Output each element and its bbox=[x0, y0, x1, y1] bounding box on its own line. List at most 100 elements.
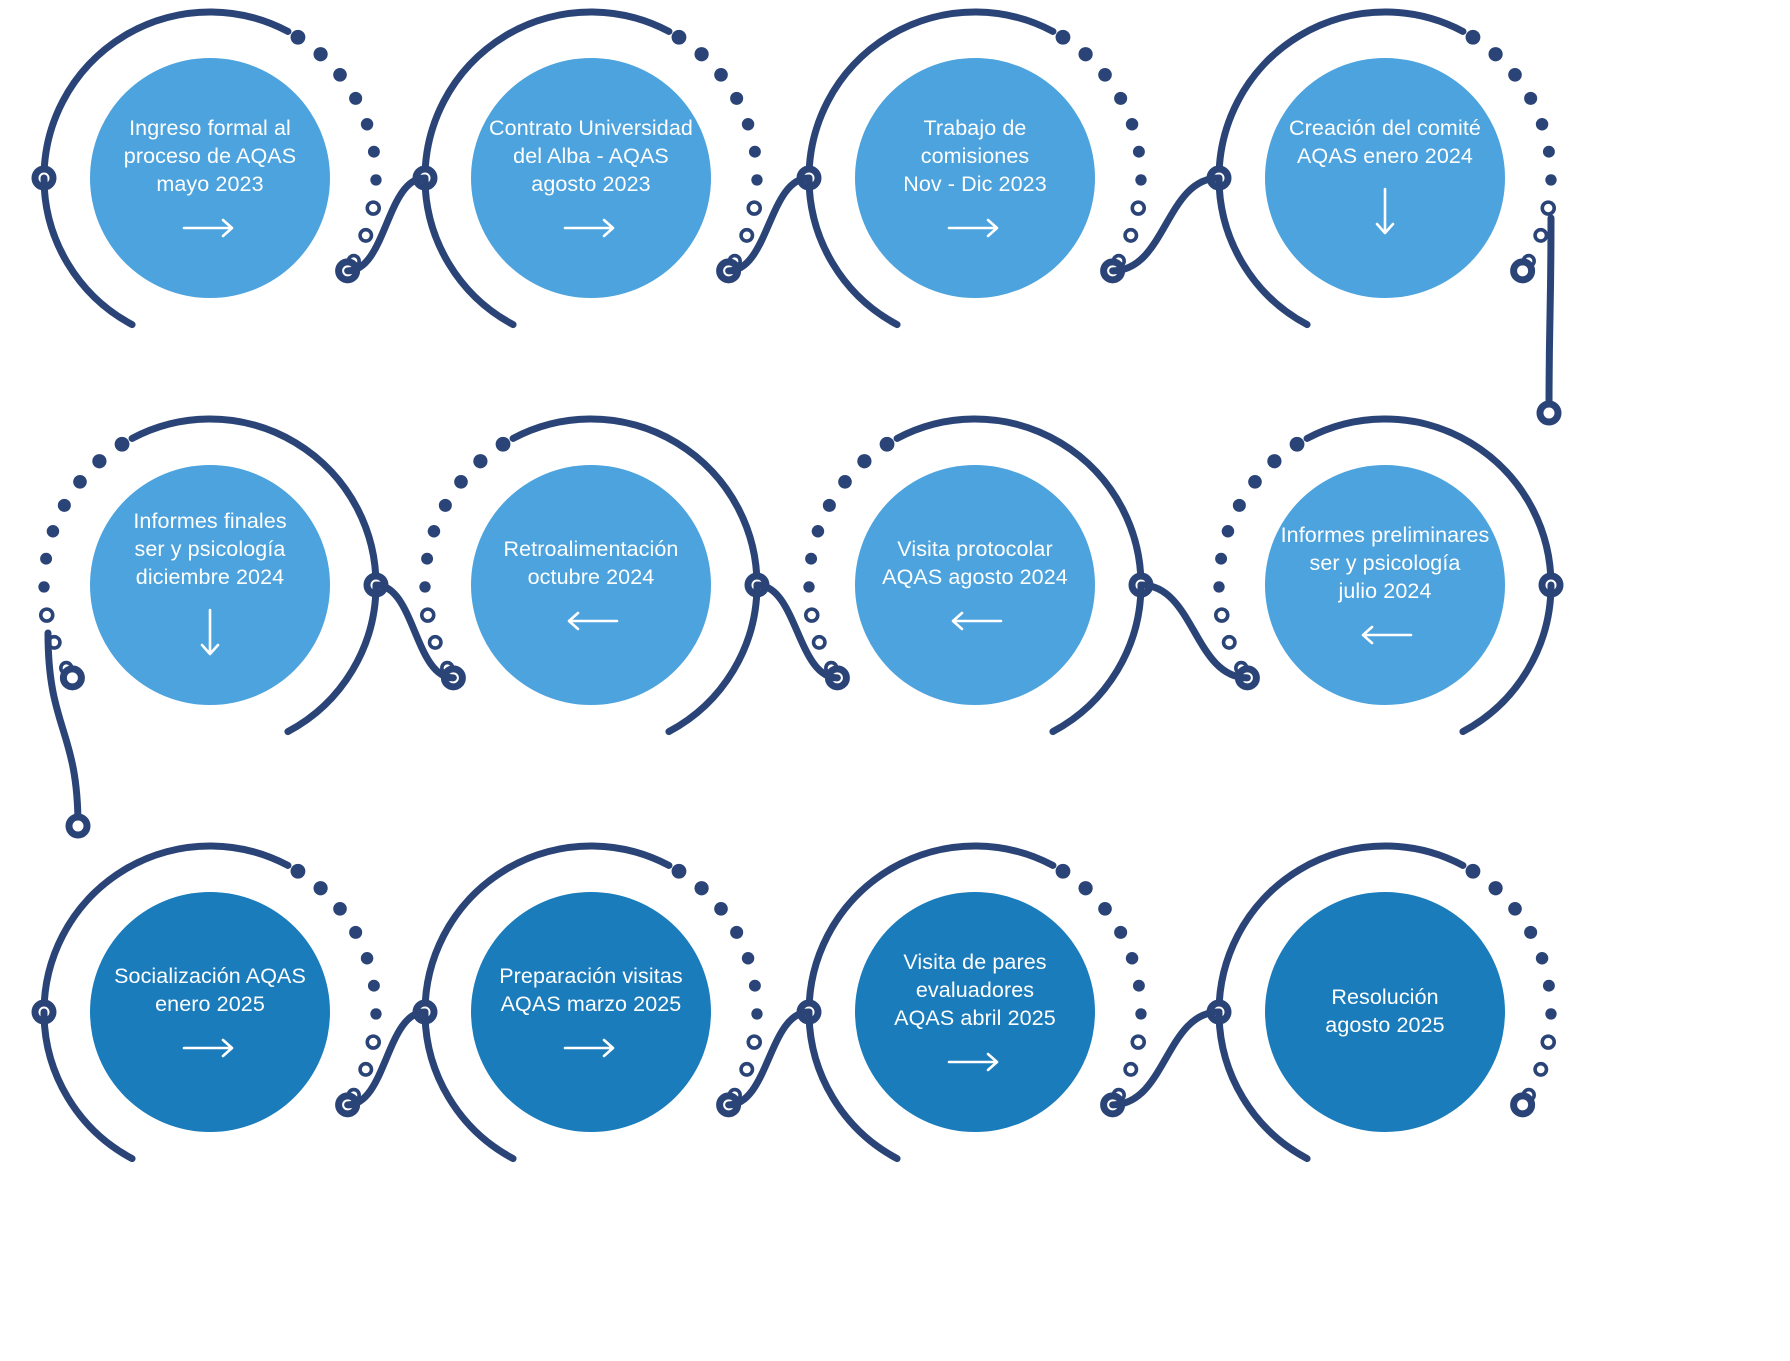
orbit-dot bbox=[811, 525, 825, 538]
orbit-dot-ring bbox=[1540, 200, 1557, 216]
step-label: Ingreso formal al proceso de AQAS mayo 2… bbox=[123, 116, 297, 196]
orbit-dot bbox=[1135, 174, 1147, 186]
process-step-4[interactable]: Creación del comité AQAS enero 2024 bbox=[1265, 58, 1505, 298]
orbit-dot bbox=[822, 498, 836, 512]
orbit-dot bbox=[1488, 47, 1503, 62]
orbit-dot bbox=[748, 979, 761, 992]
orbit-dot bbox=[694, 47, 709, 62]
arrow-right-icon bbox=[947, 1052, 999, 1072]
arrow-left-icon bbox=[951, 611, 1003, 631]
orbit-dot bbox=[751, 1008, 763, 1020]
process-step-12[interactable]: Resolución agosto 2025 bbox=[1265, 892, 1505, 1132]
orbit-dot bbox=[360, 118, 374, 131]
orbit-arc bbox=[421, 1008, 517, 1163]
process-step-6[interactable]: Visita protocolar AQAS agosto 2024 bbox=[855, 465, 1095, 705]
orbit-arc bbox=[1303, 415, 1555, 589]
orbit-dot bbox=[419, 581, 431, 593]
orbit-dot bbox=[40, 552, 53, 565]
orbit-arc bbox=[1215, 842, 1467, 1016]
orbit-dot bbox=[1465, 863, 1481, 879]
step-label: Preparación visitas AQAS marzo 2025 bbox=[499, 964, 683, 1016]
process-step-11[interactable]: Visita de pares evaluadores AQAS abril 2… bbox=[855, 892, 1095, 1132]
orbit-dot bbox=[473, 454, 488, 469]
orbit-dot bbox=[438, 498, 452, 512]
orbit-dot bbox=[1545, 1008, 1557, 1020]
orbit-dot bbox=[367, 979, 380, 992]
orbit-dot bbox=[748, 145, 761, 158]
process-step-7[interactable]: Retroalimentación octubre 2024 bbox=[471, 465, 711, 705]
orbit-dot bbox=[1267, 454, 1282, 469]
orbit-dot-ring bbox=[1533, 227, 1549, 243]
s-curve-connector bbox=[725, 174, 813, 275]
arrow-right-icon bbox=[563, 1038, 615, 1058]
s-curve-connector bbox=[1137, 581, 1251, 682]
orbit-dot bbox=[1098, 901, 1112, 916]
step-label: Contrato Universidad del Alba - AQAS ago… bbox=[489, 116, 693, 196]
arrow-down-icon bbox=[200, 608, 220, 656]
orbit-dot bbox=[1114, 91, 1128, 105]
orbit-dot-ring bbox=[1221, 634, 1237, 650]
orbit-dot bbox=[1289, 436, 1305, 452]
orbit-dot bbox=[751, 174, 763, 186]
step-label: Visita protocolar AQAS agosto 2024 bbox=[882, 537, 1068, 589]
orbit-dot bbox=[1545, 174, 1557, 186]
s-curve-connector bbox=[1109, 1008, 1223, 1109]
orbit-dot bbox=[349, 925, 363, 939]
orbit-dot bbox=[1078, 881, 1093, 896]
arrow-right-icon bbox=[182, 1038, 234, 1058]
orbit-dot bbox=[1132, 979, 1145, 992]
orbit-dot bbox=[857, 454, 872, 469]
process-step-2[interactable]: Contrato Universidad del Alba - AQAS ago… bbox=[471, 58, 711, 298]
step-label: Informes finales ser y psicología diciem… bbox=[133, 509, 287, 589]
process-step-3[interactable]: Trabajo de comisiones Nov - Dic 2023 bbox=[855, 58, 1095, 298]
orbit-dot-ring bbox=[358, 227, 374, 243]
orbit-arc bbox=[40, 8, 292, 182]
process-step-9[interactable]: Socialización AQAS enero 2025 bbox=[90, 892, 330, 1132]
orbit-arc bbox=[665, 581, 761, 736]
s-curve-connector bbox=[725, 1008, 813, 1109]
orbit-dot bbox=[1098, 67, 1112, 82]
orbit-dot-ring bbox=[746, 200, 763, 216]
orbit-dot bbox=[838, 474, 852, 489]
step-label: Trabajo de comisiones Nov - Dic 2023 bbox=[903, 116, 1047, 196]
orbit-dot bbox=[1125, 118, 1139, 131]
orbit-dot bbox=[367, 145, 380, 158]
orbit-endpoint-marker bbox=[65, 813, 91, 839]
orbit-dot bbox=[879, 436, 895, 452]
vertical-connector bbox=[1545, 214, 1555, 417]
orbit-arc bbox=[1459, 581, 1555, 736]
orbit-dot bbox=[1232, 498, 1246, 512]
orbit-dot bbox=[421, 552, 434, 565]
orbit-dot bbox=[1488, 881, 1503, 896]
orbit-dot bbox=[1542, 145, 1555, 158]
orbit-arc bbox=[1215, 1008, 1311, 1163]
arrow-right-icon bbox=[182, 218, 234, 238]
orbit-dot bbox=[1535, 118, 1549, 131]
orbit-dot-ring bbox=[427, 634, 443, 650]
orbit-arc bbox=[421, 174, 517, 329]
process-step-8[interactable]: Informes finales ser y psicología diciem… bbox=[90, 465, 330, 705]
orbit-dot bbox=[741, 118, 755, 131]
s-curve-connector bbox=[344, 174, 429, 275]
orbit-dot-ring bbox=[1213, 607, 1230, 623]
orbit-dot-ring bbox=[746, 1034, 763, 1050]
orbit-arc bbox=[40, 842, 292, 1016]
orbit-arc bbox=[128, 415, 380, 589]
orbit-endpoint-marker bbox=[1510, 258, 1536, 284]
arrow-left-icon bbox=[567, 611, 619, 631]
orbit-arc bbox=[805, 8, 1057, 182]
orbit-arc bbox=[805, 174, 901, 329]
orbit-dot-ring bbox=[365, 200, 382, 216]
process-step-10[interactable]: Preparación visitas AQAS marzo 2025 bbox=[471, 892, 711, 1132]
orbit-dot bbox=[290, 29, 306, 45]
orbit-arc bbox=[40, 1008, 136, 1163]
process-step-5[interactable]: Informes preliminares ser y psicología j… bbox=[1265, 465, 1505, 705]
orbit-dot bbox=[714, 67, 728, 82]
orbit-dot bbox=[1135, 1008, 1147, 1020]
orbit-dot-ring bbox=[1540, 1034, 1557, 1050]
process-step-1[interactable]: Ingreso formal al proceso de AQAS mayo 2… bbox=[90, 58, 330, 298]
orbit-dot bbox=[671, 863, 687, 879]
orbit-dot bbox=[1248, 474, 1262, 489]
